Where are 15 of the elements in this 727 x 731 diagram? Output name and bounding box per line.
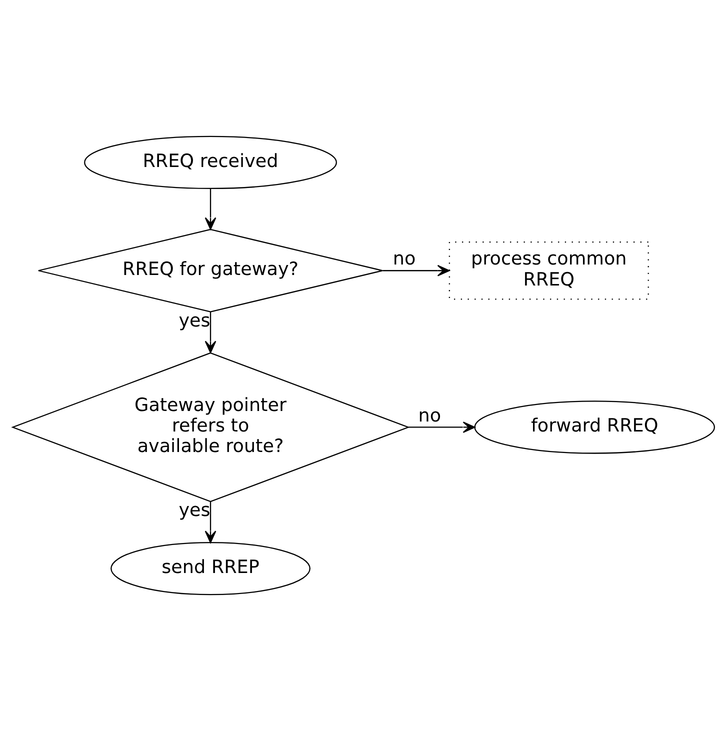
node-ellipse: send RREP bbox=[110, 542, 310, 596]
edge-label: yes bbox=[178, 500, 210, 522]
node-ellipse: forward RREQ bbox=[474, 400, 715, 454]
arrow bbox=[382, 264, 450, 276]
edge-label: no bbox=[392, 248, 416, 270]
node-box: process common RREQ bbox=[448, 241, 649, 300]
edge-label: yes bbox=[178, 310, 210, 332]
node-ellipse: RREQ received bbox=[84, 136, 337, 190]
arrow bbox=[204, 312, 216, 354]
node-diamond: Gateway pointer refers to available route? bbox=[11, 352, 410, 502]
node-diamond: RREQ for gateway? bbox=[38, 228, 384, 312]
arrow bbox=[204, 188, 216, 230]
arrow bbox=[204, 502, 216, 544]
arrow bbox=[408, 422, 476, 433]
edge-label: no bbox=[418, 405, 442, 426]
